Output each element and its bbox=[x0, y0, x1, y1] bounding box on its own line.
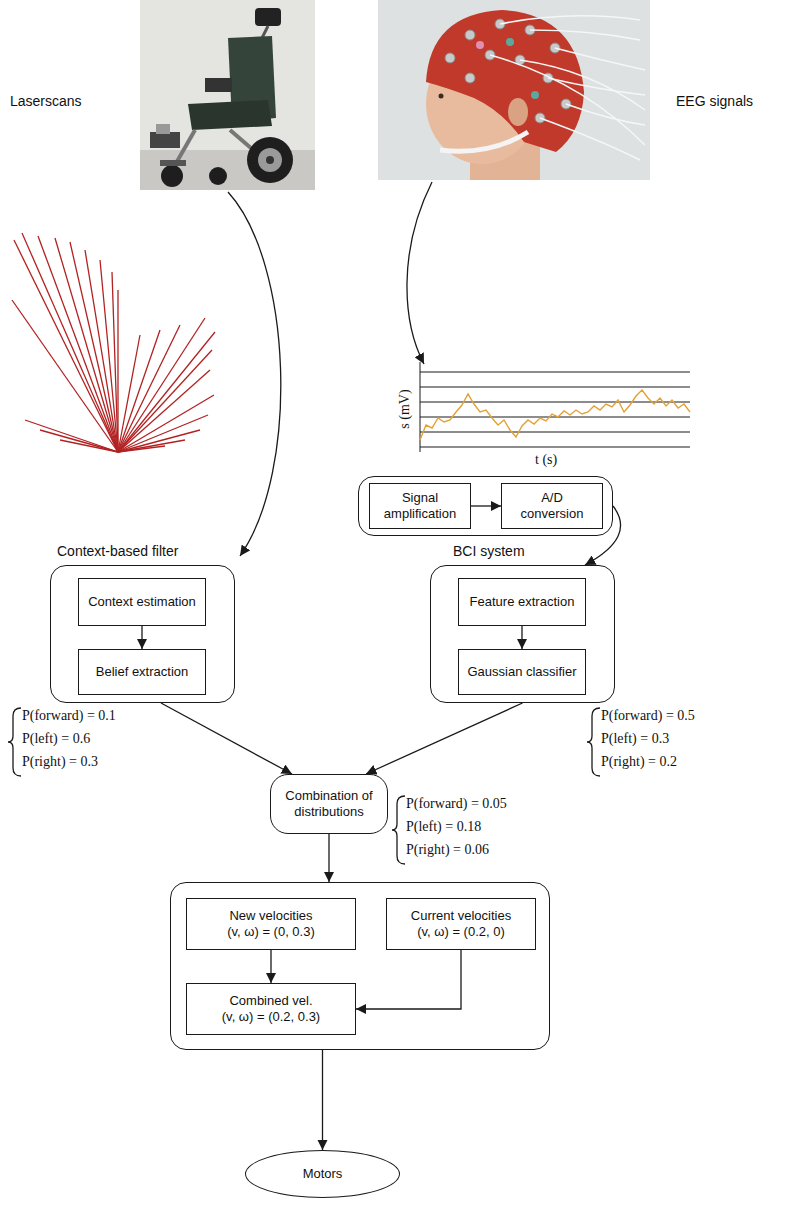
laser-ray bbox=[14, 240, 118, 452]
laser-ray bbox=[38, 236, 118, 452]
probability: P(left) = 0.3 bbox=[601, 731, 669, 747]
laser-ray bbox=[118, 370, 210, 452]
box-label: Current velocities bbox=[411, 908, 511, 924]
flow-arrow bbox=[471, 505, 501, 506]
laser-ray bbox=[12, 300, 118, 452]
box-label: Signal amplification bbox=[376, 490, 464, 522]
box-label: (v, ω) = (0, 0.3) bbox=[227, 924, 315, 940]
group-heading: Context-based filter bbox=[57, 543, 178, 560]
process-box: Context estimation bbox=[78, 578, 206, 626]
laser-scan bbox=[12, 233, 215, 452]
probability: P(left) = 0.18 bbox=[406, 819, 481, 835]
laser-ray bbox=[118, 415, 208, 452]
laser-ray bbox=[25, 420, 118, 452]
laser-ray bbox=[117, 290, 118, 452]
axis-label: t (s) bbox=[535, 452, 557, 468]
leader-arrow bbox=[407, 182, 432, 364]
group-heading: BCI system bbox=[453, 543, 525, 560]
velocity-box: Current velocities(v, ω) = (0.2, 0) bbox=[386, 898, 536, 950]
probability: P(forward) = 0.5 bbox=[601, 708, 695, 724]
laser-ray bbox=[22, 233, 118, 452]
process-box: Belief extraction bbox=[78, 649, 206, 695]
laser-ray bbox=[118, 395, 214, 452]
box-label: (v, ω) = (0.2, 0.3) bbox=[222, 1009, 320, 1025]
flow-arrow bbox=[161, 703, 292, 774]
probability: P(right) = 0.3 bbox=[22, 754, 98, 770]
laser-ray bbox=[118, 430, 200, 452]
motors-oval: Motors bbox=[245, 1150, 400, 1198]
velocity-group: New velocities(v, ω) = (0, 0.3) Current v… bbox=[170, 882, 550, 1050]
flow-arrow bbox=[322, 1050, 323, 1150]
laser-ray bbox=[55, 238, 118, 452]
photo-label: Laserscans bbox=[10, 93, 82, 109]
wheelchair-photo bbox=[140, 0, 315, 190]
laser-ray bbox=[118, 350, 212, 452]
laser-ray bbox=[40, 430, 118, 452]
laser-ray bbox=[70, 242, 118, 452]
probability: P(forward) = 0.1 bbox=[22, 708, 116, 724]
laser-ray bbox=[112, 272, 118, 452]
box-label: Context estimation bbox=[88, 594, 196, 610]
probability: P(forward) = 0.05 bbox=[406, 796, 507, 812]
probability: P(right) = 0.06 bbox=[406, 842, 489, 858]
brace bbox=[8, 708, 600, 864]
photo-label: EEG signals bbox=[676, 93, 753, 109]
flow-arrow bbox=[328, 834, 329, 882]
probability: P(right) = 0.2 bbox=[601, 754, 677, 770]
flow-arrow bbox=[141, 626, 142, 649]
process-box: Signal amplification bbox=[369, 483, 471, 529]
filter-group: Context-based filterContext estimationBe… bbox=[50, 565, 235, 703]
laser-ray bbox=[118, 318, 205, 452]
combination-box: Combination of distributions bbox=[270, 774, 388, 834]
box-label: Belief extraction bbox=[96, 664, 189, 680]
process-box: A/D conversion bbox=[501, 483, 603, 529]
box-label: (v, ω) = (0.2, 0) bbox=[417, 924, 505, 940]
flow-arrow bbox=[521, 626, 522, 649]
leader-arrow bbox=[228, 192, 281, 556]
signal-plot bbox=[420, 362, 690, 452]
laser-ray bbox=[118, 440, 185, 452]
velocity-box: New velocities(v, ω) = (0, 0.3) bbox=[186, 898, 356, 950]
box-label: New velocities bbox=[229, 908, 312, 924]
laser-ray bbox=[85, 250, 118, 452]
laser-ray bbox=[118, 446, 165, 452]
laser-ray bbox=[60, 440, 118, 452]
box-label: Combination of distributions bbox=[277, 788, 381, 820]
laser-ray bbox=[118, 332, 215, 452]
flow-arrow bbox=[356, 950, 461, 1009]
flow-arrow bbox=[366, 703, 523, 774]
amplifier-group: Signal amplification A/D conversion bbox=[358, 476, 613, 536]
box-label: A/D conversion bbox=[508, 490, 596, 522]
laser-ray bbox=[100, 260, 118, 452]
box-label: Gaussian classifier bbox=[467, 664, 576, 680]
bci-group: BCI systemFeature extractionGaussian cla… bbox=[430, 565, 615, 703]
box-label: Feature extraction bbox=[470, 594, 575, 610]
process-box: Gaussian classifier bbox=[458, 649, 586, 695]
process-box: Feature extraction bbox=[458, 578, 586, 626]
velocity-box: Combined vel.(v, ω) = (0.2, 0.3) bbox=[186, 983, 356, 1035]
axis-label: s (mV) bbox=[397, 384, 413, 434]
flow-arrow bbox=[270, 950, 271, 983]
probability: P(left) = 0.6 bbox=[22, 731, 90, 747]
eeg-cap-photo bbox=[378, 0, 650, 180]
box-label: Combined vel. bbox=[229, 993, 312, 1009]
box-label: Motors bbox=[303, 1166, 343, 1182]
